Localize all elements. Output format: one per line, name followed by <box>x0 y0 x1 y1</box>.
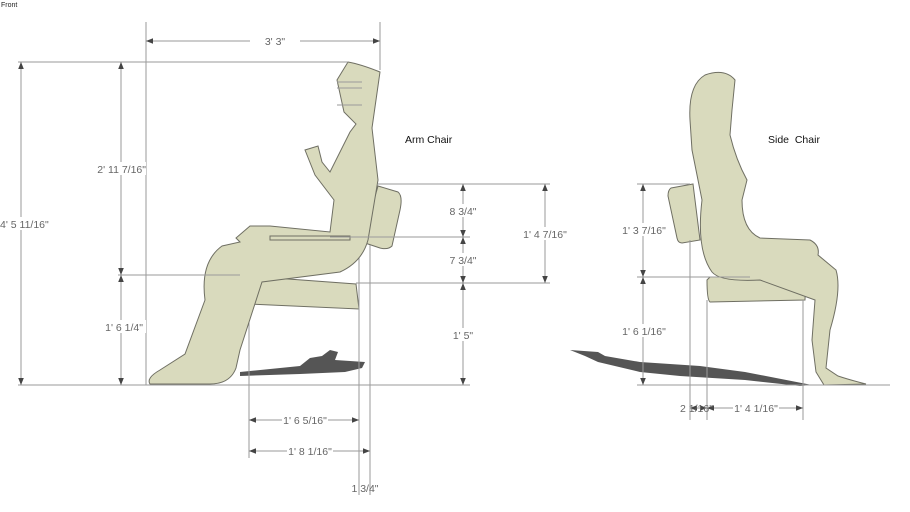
arm-chair-title: Arm Chair <box>405 134 453 146</box>
label-overall-width: 3' 3" <box>265 36 286 48</box>
label-side-seat-depth: 1' 4 1/16" <box>734 403 778 415</box>
label-seat-height: 1' 5" <box>453 330 474 342</box>
label-side-back-height: 1' 3 7/16" <box>622 225 666 237</box>
side-chair-shadow <box>570 350 812 386</box>
arm-chair-back <box>361 185 402 250</box>
seated-man-figure <box>148 61 381 385</box>
seated-woman-figure <box>689 71 867 386</box>
side-chair-title: Side Chair <box>768 134 820 146</box>
label-side-back-offset: 2 1/16" <box>680 403 713 415</box>
label-back-total: 1' 4 7/16" <box>523 229 567 241</box>
label-side-seat-height: 1' 6 1/16" <box>622 326 666 338</box>
side-chair-group: 1' 3 7/16" 1' 6 1/16" 2 1/16" 1' 4 1/16"… <box>570 71 890 420</box>
label-seat-depth: 1' 6 5/16" <box>283 415 327 427</box>
label-upper-height: 2' 11 7/16" <box>97 164 146 176</box>
label-back-upper: 8 3/4" <box>449 206 476 218</box>
view-label: Front <box>1 2 17 9</box>
label-overall-depth: 1' 8 1/16" <box>288 446 332 458</box>
label-total-height: 4' 5 11/16" <box>0 219 49 231</box>
label-back-thickness: 1 3/4" <box>351 483 378 495</box>
arm-chair-group: 3' 3" 4' 5 11/16" 2' 11 7/16" 1' 6 1/4" … <box>0 22 568 495</box>
label-figure-seat-height: 1' 6 1/4" <box>105 322 143 334</box>
side-chair-back <box>667 183 701 244</box>
label-back-lower: 7 3/4" <box>449 255 476 267</box>
arm-chair-shadow <box>240 350 365 376</box>
